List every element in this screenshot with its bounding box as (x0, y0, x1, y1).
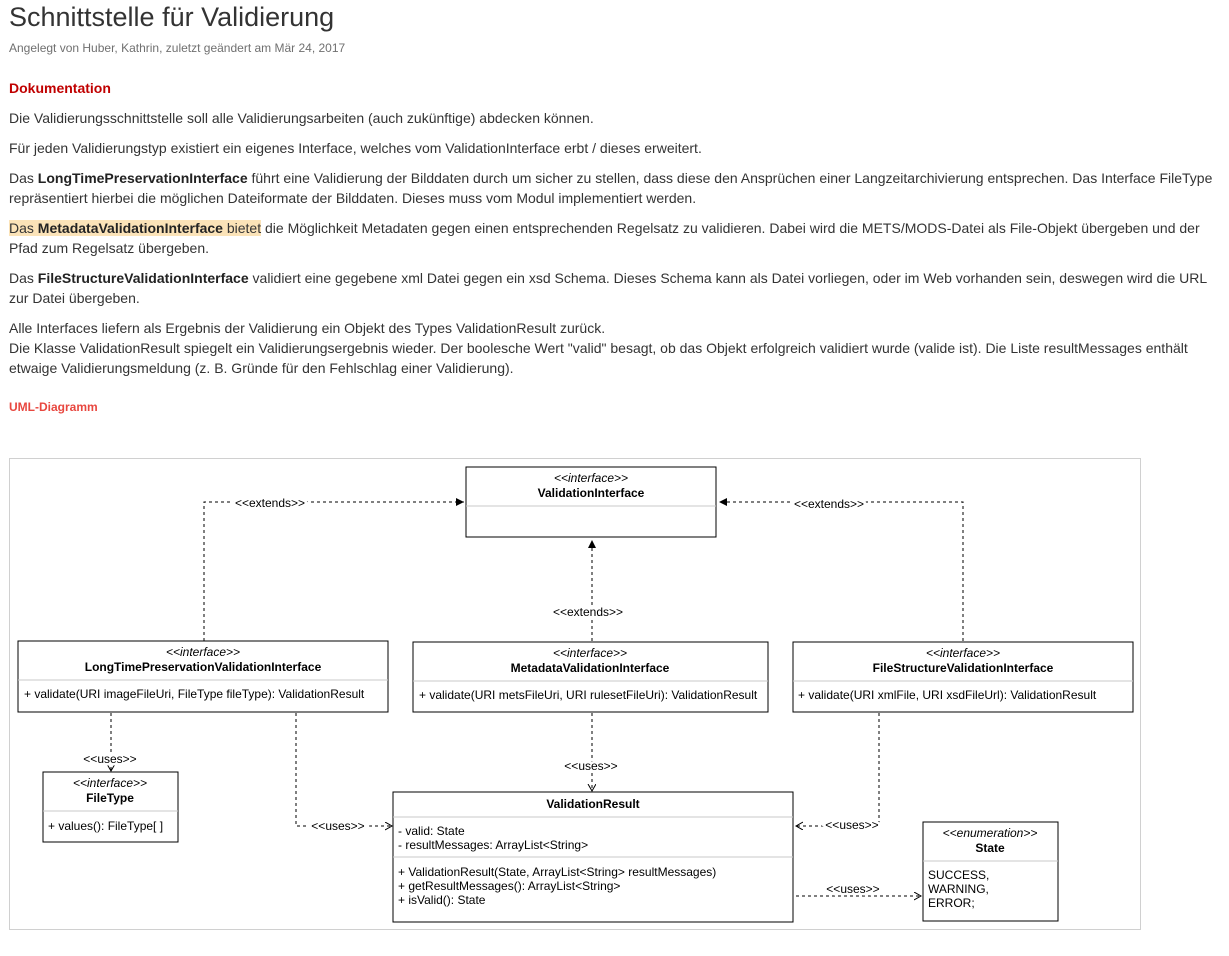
uses-connector-longtime-result (295, 713, 392, 826)
svg-text:<<interface>>: <<interface>> (926, 646, 1000, 660)
class-file-type: <<interface>> FileType + values(): FileT… (42, 771, 179, 843)
class-validation-interface: <<interface>> ValidationInterface (465, 466, 717, 538)
uses-label: <<uses>> (83, 752, 136, 766)
svg-text:MetadataValidationInterface: MetadataValidationInterface (511, 661, 670, 675)
svg-text:ValidationResult: ValidationResult (546, 797, 639, 811)
svg-text:+ isValid(): State: + isValid(): State (398, 893, 486, 907)
svg-text:SUCCESS,: SUCCESS, (928, 868, 989, 882)
svg-text:FileStructureValidationInterfa: FileStructureValidationInterface (873, 661, 1054, 675)
paragraph-3: Das LongTimePreservationInterface führt … (9, 170, 1213, 206)
svg-text:ValidationInterface: ValidationInterface (538, 486, 645, 500)
svg-text:ERROR;: ERROR; (928, 896, 975, 910)
term-longtime: LongTimePreservationInterface (37, 170, 248, 186)
paragraph-2: Für jeden Validierungstyp existiert ein … (9, 140, 702, 156)
svg-text:+ validate(URI xmlFile, URI xs: + validate(URI xmlFile, URI xsdFileUrl):… (798, 688, 1097, 702)
section-heading-uml: UML-Diagramm (9, 400, 98, 414)
svg-text:+ validate(URI metsFileUri, UR: + validate(URI metsFileUri, URI rulesetF… (419, 688, 758, 702)
paragraph-1: Die Validierungsschnittstelle soll alle … (9, 110, 594, 126)
svg-text:- valid: State: - valid: State (398, 824, 465, 838)
svg-text:<<uses>>: <<uses>> (826, 882, 879, 896)
svg-text:+ ValidationResult(State, Arra: + ValidationResult(State, ArrayList<Stri… (398, 865, 716, 879)
class-metadata-validation-interface: <<interface>> MetadataValidationInterfac… (412, 641, 769, 713)
extends-label: <<extends>> (794, 497, 864, 511)
page-title: Schnittstelle für Validierung (9, 2, 335, 32)
svg-text:<<extends>>: <<extends>> (235, 496, 305, 510)
uses-label: <<uses>> (311, 819, 364, 833)
extends-label: <<extends>> (553, 605, 623, 619)
svg-text:<<uses>>: <<uses>> (311, 819, 364, 833)
svg-text:<<interface>>: <<interface>> (166, 645, 240, 659)
svg-text:<<uses>>: <<uses>> (825, 818, 878, 832)
svg-text:+ values(): FileType[ ]: + values(): FileType[ ] (48, 819, 163, 833)
svg-text:+ validate(URI imageFileUri, F: + validate(URI imageFileUri, FileType fi… (24, 687, 365, 701)
svg-text:FileType: FileType (86, 791, 134, 805)
extends-connector-longtime (203, 498, 464, 641)
uses-label: <<uses>> (826, 882, 879, 896)
uml-diagram-frame (9, 458, 1141, 930)
svg-text:+ getResultMessages(): ArrayLi: + getResultMessages(): ArrayList<String> (398, 879, 620, 893)
svg-text:State: State (975, 841, 1005, 855)
uses-label: <<uses>> (564, 759, 617, 773)
uses-label: <<uses>> (825, 818, 878, 832)
term-filestructure: FileStructureValidationInterface (37, 270, 249, 286)
svg-text:<<uses>>: <<uses>> (83, 752, 136, 766)
term-metadata: MetadataValidationInterface (37, 220, 223, 236)
section-heading-dokumentation: Dokumentation (9, 80, 111, 96)
paragraph-5: Das FileStructureValidationInterface val… (9, 270, 1207, 306)
paragraph-4: Das MetadataValidationInterface bietet d… (9, 220, 1200, 256)
svg-text:<<extends>>: <<extends>> (794, 497, 864, 511)
svg-text:<<interface>>: <<interface>> (554, 471, 628, 485)
extends-connector-filestructure (719, 498, 964, 641)
svg-text:LongTimePreservationValidation: LongTimePreservationValidationInterface (85, 660, 322, 674)
svg-text:WARNING,: WARNING, (928, 882, 989, 896)
paragraph-6: Alle Interfaces liefern als Ergebnis der… (9, 320, 1188, 376)
page-meta: Angelegt von Huber, Kathrin, zuletzt geä… (9, 41, 346, 55)
extends-label: <<extends>> (235, 496, 305, 510)
uses-connector-filestructure-result (796, 713, 880, 826)
svg-text:<<extends>>: <<extends>> (553, 605, 623, 619)
class-longtime-preservation-interface: <<interface>> LongTimePreservationValida… (17, 640, 389, 713)
svg-text:<<enumeration>>: <<enumeration>> (943, 826, 1038, 840)
svg-text:<<uses>>: <<uses>> (564, 759, 617, 773)
class-validation-result: ValidationResult - valid: State - result… (392, 791, 794, 923)
class-file-structure-validation-interface: <<interface>> FileStructureValidationInt… (792, 641, 1134, 713)
svg-text:<<interface>>: <<interface>> (73, 776, 147, 790)
svg-text:- resultMessages: ArrayList<St: - resultMessages: ArrayList<String> (398, 838, 588, 852)
highlight: Das MetadataValidationInterface bietet (9, 220, 262, 236)
class-state-enumeration: <<enumeration>> State SUCCESS, WARNING, … (922, 821, 1059, 922)
svg-text:<<interface>>: <<interface>> (553, 646, 627, 660)
